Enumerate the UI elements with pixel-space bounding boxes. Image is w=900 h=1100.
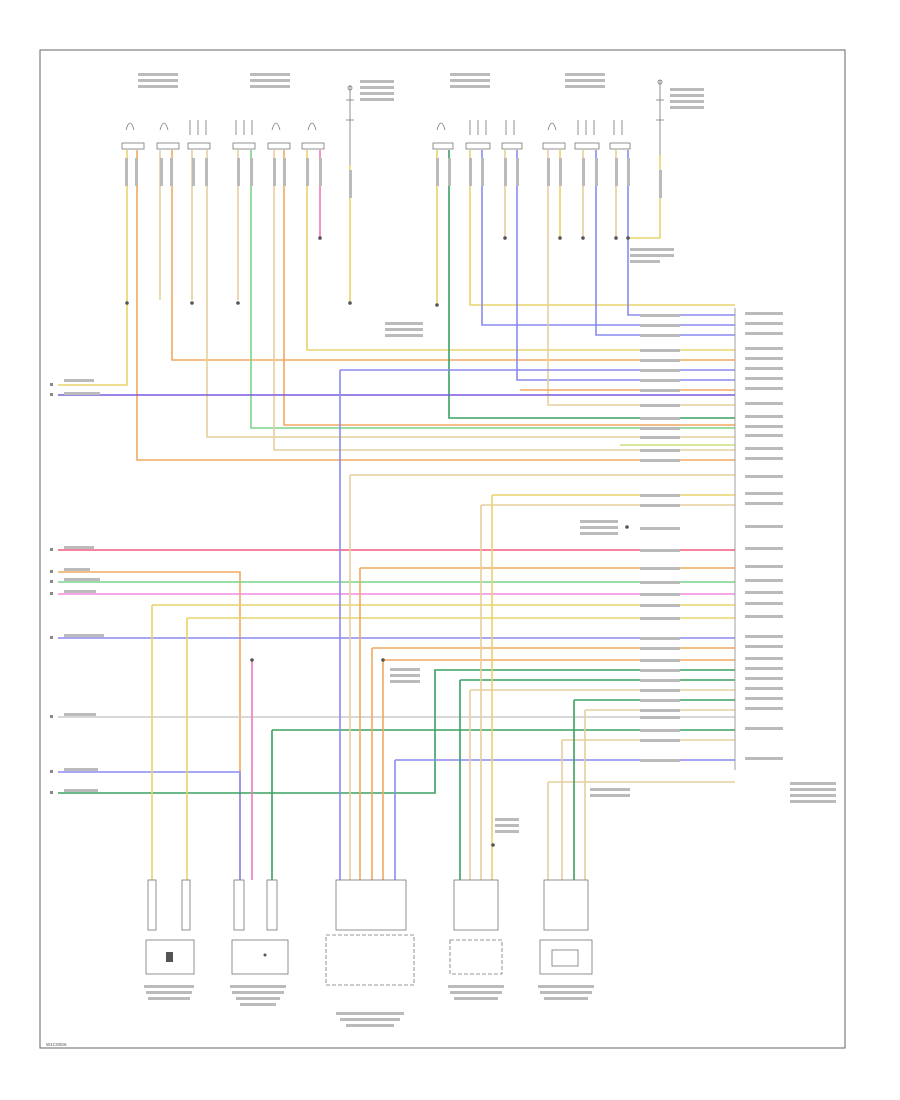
wire-t4-c: [469, 150, 735, 306]
bottom-components: [145, 879, 593, 986]
wire-b3-4: [371, 647, 735, 880]
wire-b3-2: [349, 474, 735, 880]
wire-blue-2: [58, 771, 241, 880]
component-b5: [539, 879, 593, 975]
wire-yellow-b1: [151, 604, 735, 880]
component-b2: [231, 879, 289, 975]
wire-t2-c: [273, 150, 735, 451]
wire-t2-b: [250, 150, 735, 429]
left-bus-markers: [50, 383, 53, 794]
diagram-frame: [39, 49, 846, 1049]
wire-t1-b: [136, 150, 735, 461]
diagram-id: W1C08S6: [46, 1042, 67, 1047]
wire-label-bars: [64, 73, 836, 833]
wire-green-b2: [271, 729, 735, 880]
connector-t3: [346, 85, 354, 165]
wire-b4-1: [459, 679, 735, 880]
junction-dots: [125, 236, 630, 847]
top-connector-group: [121, 79, 664, 165]
wire-t1-a: [58, 150, 128, 386]
wire-b4-3: [480, 504, 735, 880]
wire-t1-f: [206, 150, 735, 438]
wire-b3-6: [394, 759, 735, 880]
wire-t5-f: [627, 150, 735, 316]
wire-darkgreen: [58, 669, 735, 794]
component-b1: [145, 879, 195, 975]
right-connector: [734, 308, 736, 770]
connector-t6: [656, 79, 664, 160]
wire-yellow-b1b: [186, 617, 735, 880]
wire-t4-b: [448, 150, 735, 419]
wire-t4-d: [481, 150, 735, 326]
wire-t2-d: [283, 150, 735, 426]
wire-b4-4: [491, 494, 735, 880]
component-b3: [325, 879, 415, 986]
wire-t2-e: [306, 150, 735, 351]
wire-t6: [628, 155, 661, 239]
bottom-labels: [144, 985, 594, 1027]
wire-b5-1: [547, 781, 735, 880]
wire-t5-a: [547, 150, 735, 406]
wire-t5-d: [595, 150, 735, 336]
wire-b4-2: [469, 689, 735, 880]
connector-t5: [542, 120, 631, 150]
lower-wires: [58, 370, 735, 880]
top-wires: [58, 150, 735, 461]
connector-t4: [432, 120, 523, 150]
connector-t1: [121, 120, 211, 150]
connector-t2: [232, 120, 325, 150]
component-b4: [449, 879, 503, 975]
